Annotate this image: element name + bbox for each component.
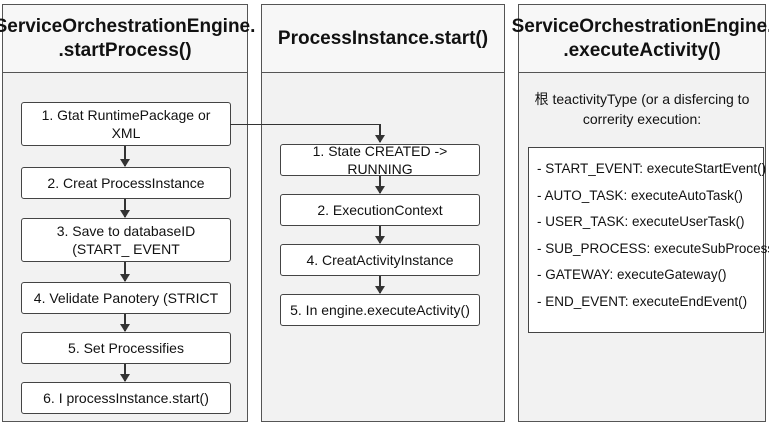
start-step-3: 3. Save to databaseID (START_ EVENT xyxy=(21,218,231,262)
handler-gateway: - GATEWAY: executeGateway() xyxy=(537,267,727,282)
handler-sub-process: - SUB_PROCESS: executeSubProcess() xyxy=(537,240,769,256)
process-instance-start-column: ProcessInstance.start() 1. State CREATED… xyxy=(261,4,505,422)
start-step-4: 4. Velidate Panotery (STRICT xyxy=(21,282,231,314)
arrow-instance-3-4 xyxy=(375,276,385,294)
execute-activity-header: ServiceOrchestrationEngine. .executeActi… xyxy=(512,5,769,73)
start-process-title-line-1: ServiceOrchestrationEngine. xyxy=(0,15,256,37)
execute-activity-column: ServiceOrchestrationEngine. .executeActi… xyxy=(512,4,769,422)
activity-handler-list: - START_EVENT: executeStartEvent() - AUT… xyxy=(528,147,769,333)
start-process-column: ServiceOrchestrationEngine. .startProces… xyxy=(0,4,255,422)
instance-step-2: 2. ExecutionContext xyxy=(280,194,480,226)
start-step-6: 6. I processInstance.start() xyxy=(21,382,231,414)
activity-type-note-line-2: correrity execution: xyxy=(582,111,702,127)
start-process-header: ServiceOrchestrationEngine. .startProces… xyxy=(0,5,255,73)
start-step-5: 5. Set Processifies xyxy=(21,332,231,364)
activity-type-note: 根 teactivityType (or a disfercing to cor… xyxy=(523,89,761,129)
process-instance-start-header: ProcessInstance.start() xyxy=(262,5,504,73)
arrow-start-2-3 xyxy=(120,199,130,218)
start-process-title-line-2: .startProcess() xyxy=(58,39,192,61)
execute-activity-title-line-1: ServiceOrchestrationEngine. xyxy=(511,15,769,37)
handler-end-event: - END_EVENT: executeEndEvent() xyxy=(537,293,748,309)
start-step-1: 1. Gtat RuntimePackage or XML xyxy=(21,102,231,146)
arrow-start-4-5 xyxy=(120,314,130,332)
arrow-start-1-2 xyxy=(120,146,130,167)
execute-activity-title-line-2: .executeActivity() xyxy=(563,39,721,61)
instance-step-3: 4. CreatActivityInstance xyxy=(280,244,480,276)
arrow-instance-1-2 xyxy=(375,176,385,194)
handler-auto-task: - AUTO_TASK: executeAutoTask() xyxy=(537,187,743,203)
connector-horizontal xyxy=(230,124,380,125)
process-instance-start-title: ProcessInstance.start() xyxy=(277,27,489,49)
arrow-start-3-4 xyxy=(120,262,130,282)
arrow-start-5-6 xyxy=(120,364,130,382)
instance-step-4: 5. In engine.executeActivity() xyxy=(280,294,480,326)
instance-step-1: 1. State CREATED -> RUNNING xyxy=(280,143,480,177)
arrow-instance-2-3 xyxy=(375,226,385,244)
activity-type-note-line-1: 根 teactivityType (or a disfercing to xyxy=(534,91,750,107)
start-step-2: 2. Creat ProcessInstance xyxy=(21,167,231,199)
handler-start-event: - START_EVENT: executeStartEvent() xyxy=(537,161,767,176)
connector-arrow-down xyxy=(375,124,385,143)
handler-user-task: - USER_TASK: executeUserTask() xyxy=(537,214,745,229)
